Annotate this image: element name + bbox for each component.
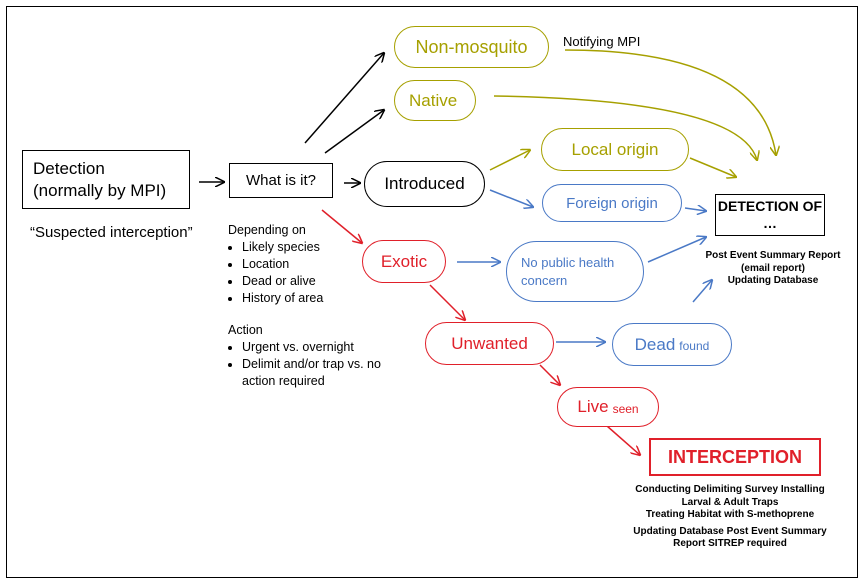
depending-on-item: History of area (242, 290, 323, 307)
action-item: Delimit and/or trap vs. no action requir… (242, 356, 393, 390)
interception-actions-text: Conducting Delimiting Survey Installing … (628, 484, 832, 551)
live-label: Live (577, 397, 609, 416)
action-heading: Action (228, 323, 263, 337)
arrow-nonmosquito-to-detection (564, 49, 776, 155)
foreign-origin-node: Foreign origin (542, 184, 682, 222)
native-node: Native (394, 80, 476, 121)
arrow-introduced-to-local (489, 150, 530, 171)
post-event-report-text: Post Event Summary Report (email report)… (705, 250, 841, 288)
detection-of-ellipsis: … (763, 215, 777, 231)
introduced-node: Introduced (364, 161, 485, 207)
detection-box: Detection (normally by MPI) (22, 150, 190, 209)
dead-found-node: Dead found (612, 323, 732, 366)
action-block: Action Urgent vs. overnight Delimit and/… (228, 322, 393, 390)
interception-box: INTERCEPTION (649, 438, 821, 476)
interception-action-line4: Updating Database Post Event Summary (633, 525, 827, 537)
post-event-report-line1: Post Event Summary Report (705, 250, 841, 261)
detection-of-title: DETECTION OF (717, 198, 823, 214)
local-origin-node: Local origin (541, 128, 689, 171)
depending-on-item: Likely species (242, 239, 323, 256)
arrow-what-to-exotic (321, 209, 362, 243)
detection-subtitle: (normally by MPI) (33, 180, 167, 200)
depending-on-item: Location (242, 256, 323, 273)
interception-action-line3: Treating Habitat with S-methoprene (645, 509, 815, 520)
no-public-health-line1: No public health (521, 254, 615, 270)
what-is-it-box: What is it? (229, 163, 333, 198)
arrow-live-to-interception (606, 425, 640, 455)
non-mosquito-node: Non-mosquito (394, 26, 549, 68)
diagram-frame (6, 6, 858, 578)
unwanted-node: Unwanted (425, 322, 554, 365)
interception-action-line2: Larval & Adult Traps (681, 496, 779, 508)
depending-on-heading: Depending on (228, 223, 306, 237)
detection-title: Detection (33, 158, 105, 178)
depending-on-block: Depending on Likely species Location Dea… (228, 222, 323, 307)
arrow-local-to-detection (689, 157, 736, 177)
found-label: found (679, 339, 710, 353)
arrow-exotic-to-unwanted (429, 284, 465, 320)
arrow-what-to-native (324, 110, 384, 154)
arrow-introduced-to-foreign (489, 189, 533, 207)
no-public-health-node: No public health concern (506, 241, 644, 302)
interception-action-line5: Report SITREP required (673, 538, 787, 549)
action-list: Urgent vs. overnight Delimit and/or trap… (228, 339, 393, 390)
arrow-foreign-to-detection (684, 208, 706, 211)
action-item: Urgent vs. overnight (242, 339, 393, 356)
seen-label: seen (612, 401, 639, 416)
detection-of-box: DETECTION OF … (715, 194, 825, 236)
suspected-interception-label: “Suspected interception” (30, 224, 193, 241)
live-seen-node: Live seen (557, 387, 659, 427)
post-event-report-line2: (email report) (741, 262, 805, 274)
post-event-report-line3: Updating Database (727, 275, 819, 286)
depending-on-item: Dead or alive (242, 273, 323, 290)
depending-on-list: Likely species Location Dead or alive Hi… (228, 239, 323, 307)
arrow-nophc-to-detection (647, 237, 706, 263)
arrow-what-to-nonmosquito (304, 53, 384, 144)
no-public-health-line2: concern (521, 272, 568, 288)
arrow-unwanted-to-live (539, 364, 560, 385)
exotic-node: Exotic (362, 240, 446, 283)
arrow-dead-to-detection (692, 280, 712, 303)
interception-action-line1: Conducting Delimiting Survey Installing (635, 484, 825, 495)
dead-label: Dead (634, 334, 676, 354)
notifying-mpi-label: Notifying MPI (563, 34, 641, 49)
arrow-native-to-detection (493, 95, 757, 160)
